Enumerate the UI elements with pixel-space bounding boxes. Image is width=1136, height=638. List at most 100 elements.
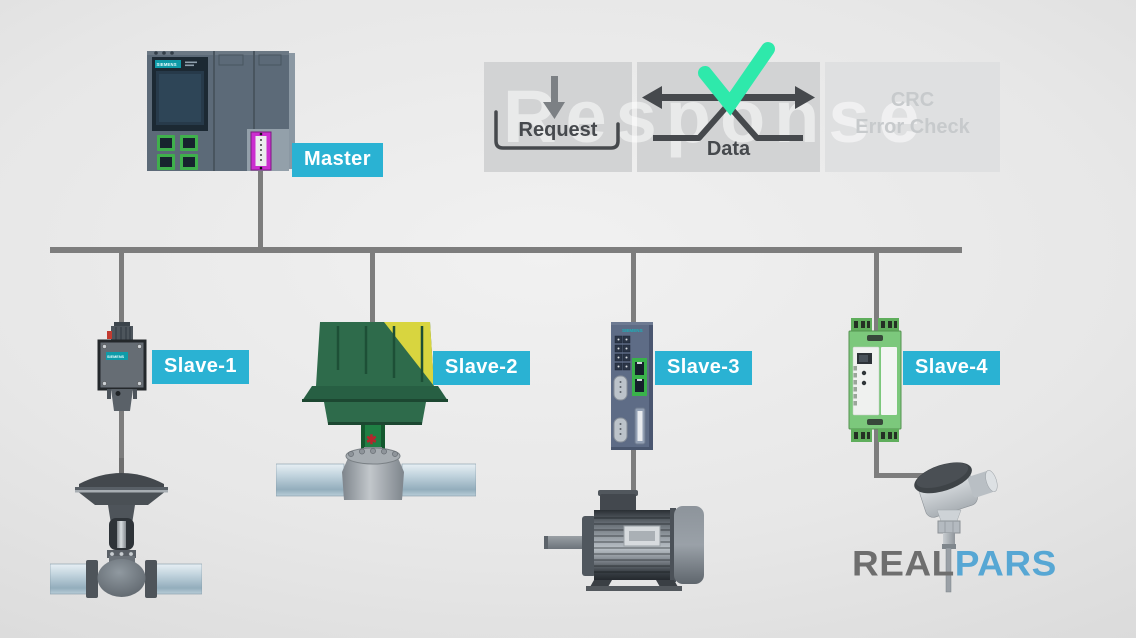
plc-slot xyxy=(218,54,244,66)
bracket-tab xyxy=(107,389,111,399)
connector-screw xyxy=(259,132,263,136)
bracket-tab xyxy=(133,389,137,399)
checkmark-icon xyxy=(698,42,775,116)
flange-bolts xyxy=(348,448,398,457)
vent-slot-bottom xyxy=(867,419,883,425)
bus-trunk-line xyxy=(50,247,962,253)
skirt-edge xyxy=(302,399,448,402)
mini-display-inner xyxy=(859,355,868,362)
siemens-brand-text: SIEMENS xyxy=(157,62,177,67)
plc-model-mark xyxy=(185,61,197,64)
data-arrow-left-head xyxy=(642,86,662,109)
slave3-motor xyxy=(544,490,704,591)
valve-spindle xyxy=(117,521,126,548)
connector-ribs xyxy=(115,327,131,340)
sensor-stem xyxy=(943,533,955,546)
positioner-cap xyxy=(114,322,130,327)
logo-text-pars: PARS xyxy=(954,544,1057,584)
end-collar xyxy=(670,508,676,582)
ethernet-port-slot xyxy=(183,138,195,148)
edge-terminal-marks xyxy=(853,366,857,406)
logo-text-real: REAL xyxy=(852,544,955,584)
slave2-motorized-valve: ✱ xyxy=(276,322,476,500)
ethernet-port-slot xyxy=(160,138,172,148)
connector-pins xyxy=(260,139,262,161)
plc-slot xyxy=(258,54,282,66)
stem-collar xyxy=(942,544,956,549)
plc-model-mark xyxy=(185,64,194,67)
positioner-red-indicator xyxy=(107,331,112,339)
positioner-bracket xyxy=(111,389,133,411)
frame-step-crc: CRC Error Check xyxy=(825,62,1000,172)
master-label: Master xyxy=(292,143,383,177)
side-panel xyxy=(881,347,897,415)
slave2-drop-line xyxy=(370,251,375,327)
slave4-sensor-wire xyxy=(874,473,934,478)
pipe-right xyxy=(401,463,476,497)
plc-screen-inner xyxy=(159,74,201,122)
module-bottom-edge xyxy=(611,447,653,450)
panel-button xyxy=(861,380,867,386)
plc-top-strip xyxy=(147,51,289,55)
slave1-control-valve xyxy=(50,458,202,598)
plc-module-divider xyxy=(253,51,255,171)
sensor-probe xyxy=(945,547,952,593)
slave3-comm-module: SIEMENS xyxy=(611,322,653,450)
actuator-rim-highlight xyxy=(75,490,168,493)
slave1-valve-positioner: SIEMENS xyxy=(97,322,147,411)
pipe-right xyxy=(154,563,202,595)
sensor-reducer xyxy=(936,509,962,522)
crc-label-line2: Error Check xyxy=(855,116,970,138)
siemens-brand-text: SIEMENS xyxy=(622,328,643,333)
housing-lower xyxy=(324,402,426,424)
slave4-label: Slave-4 xyxy=(903,351,1000,385)
siemens-brand-text: SIEMENS xyxy=(107,355,125,359)
panel-button xyxy=(861,370,867,376)
vent-slot-top xyxy=(867,335,883,341)
neck-shade xyxy=(381,425,385,451)
request-download-arrow-bracket-icon xyxy=(494,76,620,150)
valve-stem-wire xyxy=(119,458,124,474)
realpars-logo: REALPARS xyxy=(852,546,1057,581)
bottom-terminal-blocks xyxy=(851,429,899,442)
ethernet-port-slot xyxy=(160,157,172,167)
rj45-pins xyxy=(637,379,642,381)
request-arrow-head xyxy=(543,102,565,119)
top-terminal-blocks xyxy=(851,318,899,331)
request-bracket-shape xyxy=(494,110,620,150)
actuator-rim xyxy=(75,487,168,490)
master-drop-line xyxy=(258,170,263,247)
slave4-transmitter xyxy=(848,318,902,442)
slave2-label: Slave-2 xyxy=(433,351,530,385)
terminal-blocks xyxy=(614,335,631,371)
lower-edge xyxy=(328,422,422,425)
pipe-left xyxy=(50,563,89,595)
neck-shade xyxy=(361,425,365,451)
crc-label-line1: CRC xyxy=(890,89,935,111)
rj45-port xyxy=(635,362,644,375)
frame-step-request: Request xyxy=(484,62,632,172)
bracket-hole xyxy=(115,391,121,396)
sensor-hex-nut xyxy=(937,520,961,534)
neck-end-face xyxy=(985,470,998,492)
plc-ethernet-ports xyxy=(157,135,198,170)
motor-end-cap xyxy=(674,506,704,584)
plc-module-divider xyxy=(213,51,215,171)
db9-pins xyxy=(619,423,622,435)
head-cap-top xyxy=(916,462,969,489)
red-asterisk-mark: ✱ xyxy=(366,432,377,447)
slave3-label: Slave-3 xyxy=(655,351,752,385)
motor-terminal-box xyxy=(600,494,636,514)
plc-led xyxy=(170,51,174,55)
actuator-dish xyxy=(79,492,164,505)
data-label: Data xyxy=(706,138,751,160)
motor-foot xyxy=(656,580,678,587)
side-connector-face xyxy=(637,411,643,441)
master-plc: SIEMENS xyxy=(147,51,295,171)
valve-flange-right xyxy=(145,560,157,598)
motor-base xyxy=(586,586,682,591)
shaft-end xyxy=(544,536,548,549)
siemens-badge xyxy=(106,352,128,360)
motor-shaft xyxy=(544,536,584,549)
